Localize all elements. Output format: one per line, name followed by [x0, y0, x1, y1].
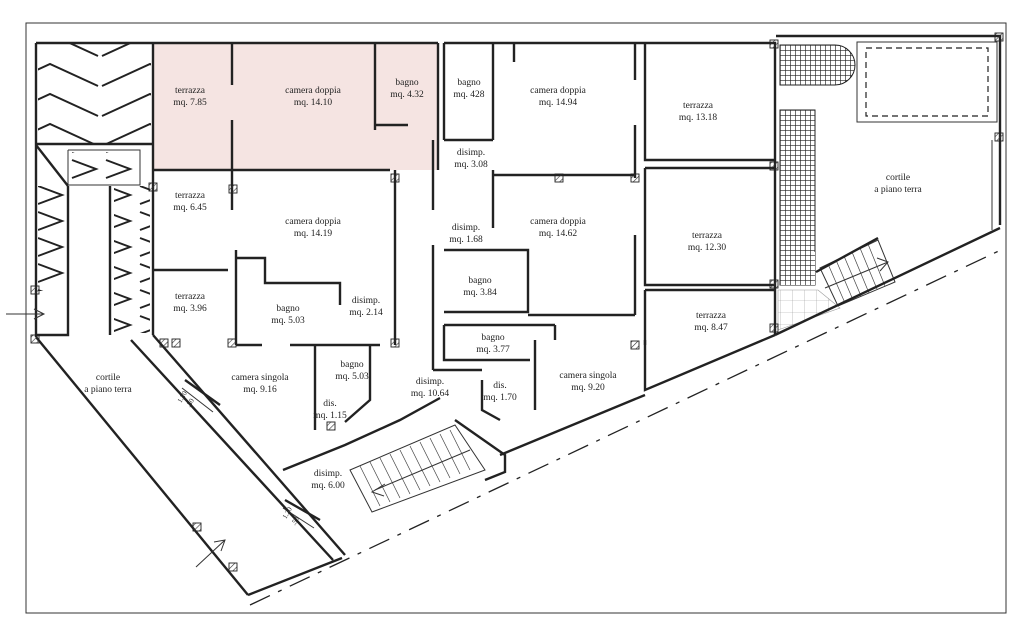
room-area-bagno-4: mq. 5.03 [271, 316, 305, 326]
room-area-camera-doppia-1: mq. 14.10 [294, 98, 333, 108]
room-name-disimp-4: disimp. [416, 377, 444, 387]
boundary-line [249, 247, 1006, 606]
room-area-terrazza-6: mq. 8.47 [694, 323, 728, 333]
highlighted-room-zone [153, 43, 438, 170]
room-area-camera-doppia-3: mq. 14.19 [294, 229, 333, 239]
room-area-camera-singola-1: mq. 9.16 [243, 385, 277, 395]
entrance-arrow-icon [6, 308, 226, 568]
room-name-camera-doppia-2: camera doppia [530, 86, 586, 96]
room-name-cortile-2: cortile [886, 173, 910, 183]
right-courtyard [774, 34, 1002, 337]
room-area-disimp-3: mq. 2.14 [349, 308, 383, 318]
room-name-camera-singola-1: camera singola [231, 373, 289, 383]
room-labels: terrazza mq. 7.85 camera doppia mq. 14.1… [84, 78, 922, 491]
interior-walls-right [431, 43, 776, 457]
room-area-bagno-3: mq. 3.84 [463, 288, 497, 298]
room-area-disimp-1: mq. 3.08 [454, 160, 488, 170]
room-name-bagno-6: bagno [340, 360, 363, 370]
room-name-dis-1: dis. [323, 399, 336, 409]
room-name-bagno-1: bagno [395, 78, 418, 88]
room-area-camera-singola-2: mq. 9.20 [571, 383, 605, 393]
room-area-disimp-2: mq. 1.68 [449, 235, 483, 245]
room-name-cortile-1: cortile [96, 373, 120, 383]
room-name-bagno-4: bagno [276, 304, 299, 314]
room-area-bagno-1: mq. 4.32 [390, 90, 424, 100]
drawing-frame [25, 22, 1007, 614]
room-name-bagno-3: bagno [468, 276, 491, 286]
right-staircase [815, 236, 896, 307]
central-staircase [349, 419, 507, 513]
room-area-cortile-1: a piano terra [84, 385, 132, 395]
room-area-dis-2: mq. 1.70 [483, 393, 517, 403]
room-name-terrazza-4: terrazza [692, 231, 723, 241]
room-area-dis-1: mq. 1.15 [313, 411, 347, 421]
room-name-camera-doppia-3: camera doppia [285, 217, 341, 227]
room-name-terrazza-3: terrazza [175, 191, 206, 201]
dimension-stair-a-2: .30 [185, 397, 197, 409]
room-area-bagno-6: mq. 5.03 [335, 372, 369, 382]
room-name-terrazza-5: terrazza [175, 292, 206, 302]
room-name-terrazza-2: terrazza [683, 101, 714, 111]
room-area-disimp-4: mq. 10.64 [411, 389, 450, 399]
room-name-camera-doppia-4: camera doppia [530, 217, 586, 227]
dimension-stair-b-2: .50 [290, 515, 302, 527]
room-name-disimp-2: disimp. [452, 223, 480, 233]
room-name-terrazza-6: terrazza [696, 311, 727, 321]
room-area-camera-doppia-4: mq. 14.62 [539, 229, 578, 239]
room-area-cortile-2: a piano terra [874, 185, 922, 195]
stair-dimensions [181, 379, 321, 529]
room-name-bagno-5: bagno [481, 333, 504, 343]
room-area-disimp-5: mq. 6.00 [311, 481, 345, 491]
room-area-bagno-2: mq. 428 [453, 90, 484, 100]
room-name-disimp-1: disimp. [457, 148, 485, 158]
room-area-terrazza-3: mq. 6.45 [173, 203, 207, 213]
room-name-dis-2: dis. [493, 381, 506, 391]
room-area-camera-doppia-2: mq. 14.94 [539, 98, 578, 108]
room-name-terrazza-1: terrazza [175, 86, 206, 96]
room-name-bagno-2: bagno [457, 78, 480, 88]
room-name-disimp-5: disimp. [314, 469, 342, 479]
room-area-terrazza-5: mq. 3.96 [173, 304, 207, 314]
structural-pillars [30, 32, 1004, 572]
dimension-labels: 1.20 .30 1.20 .50 [176, 389, 301, 527]
room-area-terrazza-1: mq. 7.85 [173, 98, 207, 108]
room-name-camera-singola-2: camera singola [559, 371, 617, 381]
room-area-bagno-5: mq. 3.77 [476, 345, 510, 355]
room-name-camera-doppia-1: camera doppia [285, 86, 341, 96]
room-area-terrazza-4: mq. 12.30 [688, 243, 727, 253]
room-name-disimp-3: disimp. [352, 296, 380, 306]
interior-walls-left [153, 43, 441, 472]
room-area-terrazza-2: mq. 13.18 [679, 113, 718, 123]
car-ramp [35, 44, 153, 337]
